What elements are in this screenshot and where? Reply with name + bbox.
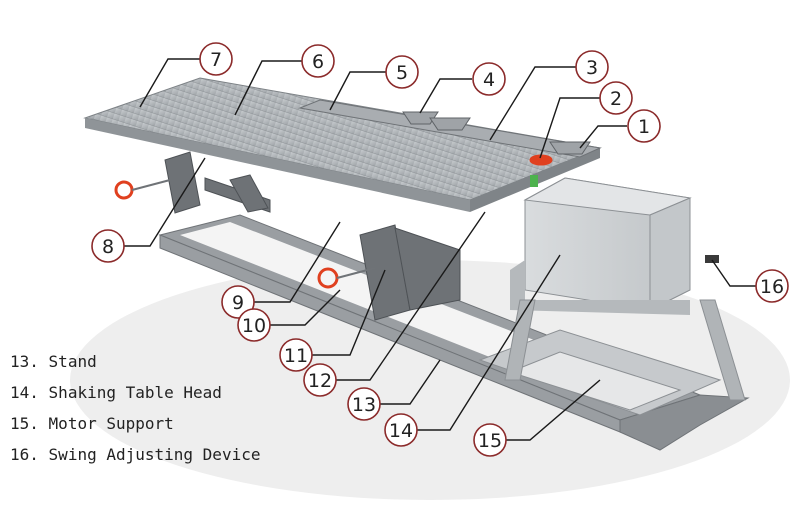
callout-13-label: 13 <box>352 394 376 416</box>
callout-14-circle <box>384 413 418 447</box>
parts-legend: 13. Stand 14. Shaking Table Head 15. Mot… <box>10 346 260 470</box>
callout-2-circle <box>599 81 633 115</box>
callout-13-circle <box>347 387 381 421</box>
leader-12 <box>336 211 486 381</box>
feed-chute-1 <box>402 111 439 125</box>
leader-3 <box>489 66 576 141</box>
leader-16 <box>711 259 756 287</box>
deck-supports <box>164 151 461 321</box>
legend-number: 14. <box>10 383 39 402</box>
callout-5-label: 5 <box>396 62 408 84</box>
callout-1-label: 1 <box>638 116 650 138</box>
callout-circles <box>91 42 789 457</box>
leader-1 <box>579 125 627 149</box>
leader-10 <box>270 289 341 326</box>
legend-number: 13. <box>10 352 39 371</box>
leader-15 <box>506 379 601 441</box>
leader-4 <box>419 78 472 114</box>
legend-label: Stand <box>48 352 97 371</box>
green-coupling <box>530 175 538 187</box>
callout-7-label: 7 <box>210 49 222 71</box>
callout-10-circle <box>237 308 271 342</box>
motor-support <box>478 299 746 416</box>
callout-16-circle <box>755 269 789 303</box>
legend-label: Motor Support <box>48 414 174 433</box>
legend-label: Swing Adjusting Device <box>48 445 261 464</box>
handwheel-icon <box>114 154 553 289</box>
callout-9-label: 9 <box>232 292 244 314</box>
callout-5-circle <box>385 55 419 89</box>
callout-6-label: 6 <box>312 51 324 73</box>
callout-12-label: 12 <box>308 370 332 392</box>
leader-9 <box>254 221 341 303</box>
leader-13 <box>380 359 441 405</box>
callout-1-circle <box>627 109 661 143</box>
leader-5 <box>329 71 386 111</box>
callout-3-circle <box>575 50 609 84</box>
callout-15-label: 15 <box>478 430 502 452</box>
callout-8-circle <box>91 229 125 263</box>
leader-2 <box>539 97 600 159</box>
legend-item: 14. Shaking Table Head <box>10 377 260 408</box>
adjusting-knob <box>705 255 719 263</box>
feed-chute-2 <box>429 117 471 131</box>
leader-6 <box>234 60 302 116</box>
callout-10-label: 10 <box>242 315 266 337</box>
callout-14-label: 14 <box>389 420 413 442</box>
callout-6-circle <box>301 44 335 78</box>
callout-9-circle <box>221 285 255 319</box>
callout-2-label: 2 <box>610 88 622 110</box>
shaking-table-head <box>510 177 692 315</box>
legend-label: Shaking Table Head <box>48 383 222 402</box>
legend-item: 13. Stand <box>10 346 260 377</box>
callout-4-label: 4 <box>483 69 495 91</box>
legend-item: 16. Swing Adjusting Device <box>10 439 260 470</box>
legend-item: 15. Motor Support <box>10 408 260 439</box>
callout-3-label: 3 <box>586 57 598 79</box>
callout-8-label: 8 <box>102 236 114 258</box>
callout-12-circle <box>303 363 337 397</box>
callout-11-circle <box>279 338 313 372</box>
leader-11 <box>312 269 386 356</box>
callout-15-circle <box>473 423 507 457</box>
callout-7-circle <box>199 42 233 76</box>
callout-4-circle <box>472 62 506 96</box>
leader-7 <box>139 58 200 108</box>
legend-number: 15. <box>10 414 39 433</box>
leader-14 <box>417 254 561 431</box>
feed-chute-3 <box>549 141 591 155</box>
leader-lines <box>124 58 756 441</box>
leader-8 <box>124 157 206 247</box>
legend-number: 16. <box>10 445 39 464</box>
callout-16-label: 16 <box>760 276 784 298</box>
callout-11-label: 11 <box>284 345 308 367</box>
